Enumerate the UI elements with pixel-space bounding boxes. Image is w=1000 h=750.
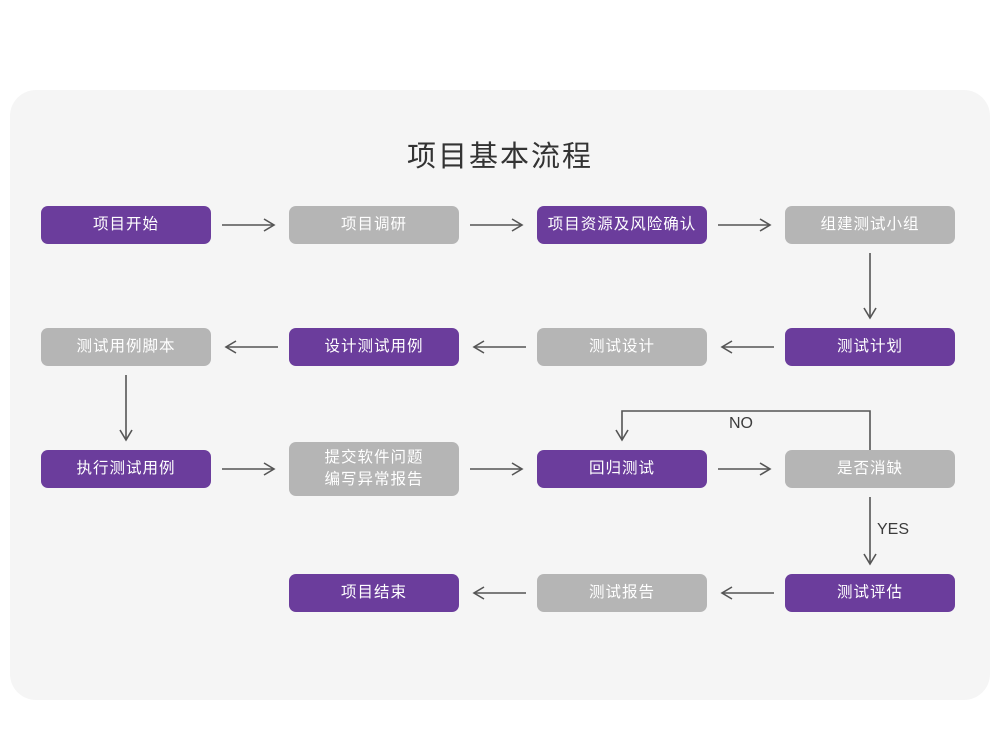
node-execute-test-cases[interactable]: 执行测试用例 [41, 450, 211, 488]
node-test-evaluation[interactable]: 测试评估 [785, 574, 955, 612]
node-design-test-cases[interactable]: 设计测试用例 [289, 328, 459, 366]
node-project-research[interactable]: 项目调研 [289, 206, 459, 244]
edge-label-no: NO [729, 415, 753, 432]
node-regression-test[interactable]: 回归测试 [537, 450, 707, 488]
node-test-plan[interactable]: 测试计划 [785, 328, 955, 366]
node-project-start[interactable]: 项目开始 [41, 206, 211, 244]
node-defects-cleared-decision[interactable]: 是否消缺 [785, 450, 955, 488]
node-submit-issues-report[interactable]: 提交软件问题 编写异常报告 [289, 442, 459, 496]
node-test-report[interactable]: 测试报告 [537, 574, 707, 612]
node-form-test-team[interactable]: 组建测试小组 [785, 206, 955, 244]
node-test-case-scripts[interactable]: 测试用例脚本 [41, 328, 211, 366]
node-resource-risk-confirm[interactable]: 项目资源及风险确认 [537, 206, 707, 244]
node-project-end[interactable]: 项目结束 [289, 574, 459, 612]
page-title: 项目基本流程 [406, 141, 593, 173]
edge-label-yes: YES [877, 521, 910, 538]
node-test-design[interactable]: 测试设计 [537, 328, 707, 366]
